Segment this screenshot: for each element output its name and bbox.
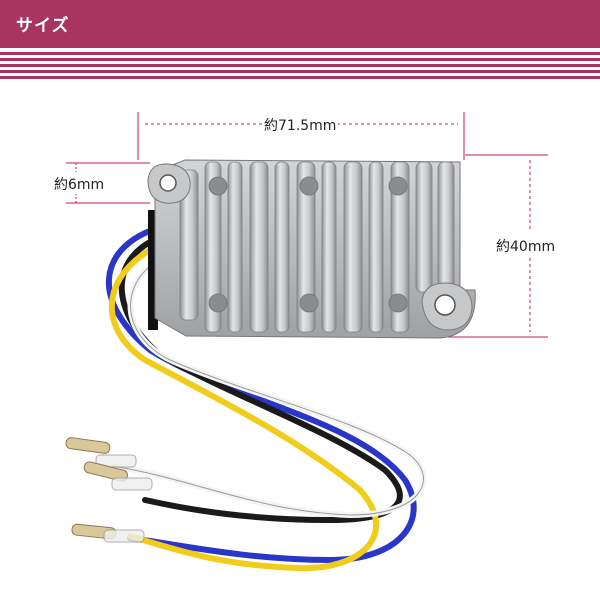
header-stripe (0, 64, 600, 67)
header-stripe (0, 52, 600, 55)
wires (106, 227, 427, 572)
height-dimension-label: 約40mm (494, 236, 558, 256)
width-dimension-label: 約71.5mm (262, 115, 339, 135)
header-stripe (0, 58, 600, 61)
section-header: サイズ (0, 0, 600, 48)
bullet-connectors (65, 437, 153, 543)
header-stripe (0, 70, 600, 73)
regulator-body (147, 159, 476, 339)
section-title: サイズ (16, 16, 70, 36)
thickness-dimension-label: 約6mm (52, 174, 107, 194)
header-stripe (0, 76, 600, 79)
